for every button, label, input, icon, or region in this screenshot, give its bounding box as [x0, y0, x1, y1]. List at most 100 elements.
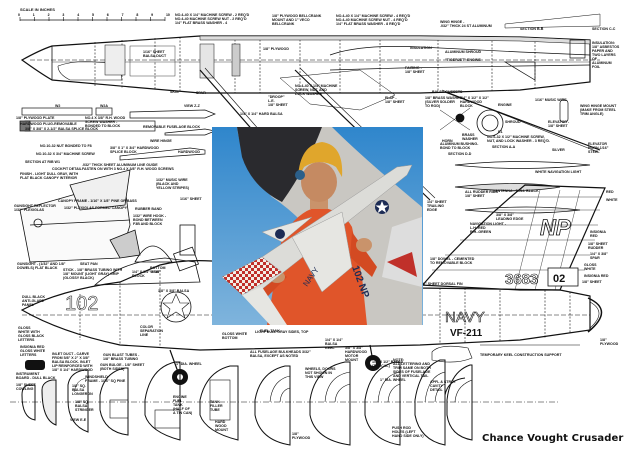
label-machine-screw-aa: NO.6-32 x 1/2" MACHINE SCREW, NUT, AND L… — [487, 135, 551, 143]
label-sheet-1-8: 1/8" SHEET — [582, 280, 602, 284]
label-brass-washer: 1/8" BRASS WASHER (SILVER SOLDER TO ROD) — [425, 96, 463, 108]
label-stick: STICK - 1/8" BRASS TUBING WITH 1/8" MOUN… — [63, 268, 123, 280]
label-inlet-duct: INLET DUCT - CARVE FROM 5/8" x 2" x 3/8"… — [52, 352, 93, 372]
label-fuel-tank: FUEL TANK — [260, 329, 281, 333]
label-insignia-red-letters: INSIGNIA RED GLOSS WHITE LETTERS — [20, 345, 46, 357]
label-hardwood-2: HARDWOOD — [178, 150, 200, 154]
scale-label: SCALE IN INCHES — [20, 7, 55, 12]
label-leading-edge: 3/8" x 3/8" LEADING EDGE — [496, 213, 524, 221]
drawing-lettering: 3683 02 NP NAVY VF-211 102 — [65, 215, 572, 339]
label-instrument-board: INSTRUMENT BOARD - DULL BLACK — [16, 372, 56, 380]
label-bulkheads: ALL FUSELAGE BULKHEADS 3/32" BALSA, EXCE… — [250, 350, 311, 358]
label-wing-hinge: WING HINGE - .032" THICK 24 ST ALUMINUM — [440, 20, 492, 28]
label-section-cc: SECTION C-C — [592, 27, 616, 31]
label-shroud: SHROUD — [505, 120, 521, 124]
label-balsa-3-8: 3/8" x 3/8" BALSA — [158, 289, 190, 293]
nose-modex-marking: 102 — [65, 293, 98, 315]
label-gunsight-reflector: GUNSIGHT REFLECTOR 1/32" PLEXIGLAS — [14, 204, 56, 212]
label-wire-hook: 1/32" WIRE HOOK - BOND BETWEEN F3B AND B… — [133, 214, 167, 226]
label-silver: SILVER — [552, 148, 565, 152]
label-rubber-band: RUBBER BAND — [135, 207, 162, 211]
label-bottom-view: BOTTOM VIEW — [150, 266, 166, 274]
label-trailing-edge: 1/4" SHEET TRAILING EDGE — [427, 200, 447, 212]
label-fairing: FAIRING - 1/8" SHEET — [405, 66, 425, 74]
label-w2a: W2A — [100, 104, 108, 108]
label-red: RED — [606, 190, 614, 194]
label-light-gray: LIGHT DULL GRAY SIDES, TOP — [255, 330, 309, 334]
label-nut-bonded: NO.10-32 NUT BONDED TO F8 — [40, 144, 92, 148]
label-hardwood-plug: HARDWOOD PLUG-REMOVABLE — [20, 122, 77, 126]
label-view-zz: VIEW Z-Z — [184, 104, 200, 108]
label-elevator-horn: ELEVATOR HORN-1/16" STEEL — [588, 142, 609, 154]
label-flap: FLAP - 1/8" SHEET — [385, 96, 405, 104]
label-wheel-left: 1" DIA. WHEEL — [176, 362, 202, 366]
label-hard-balsa: 1/4" x 1/4" HARD BALSA — [240, 112, 283, 116]
navy-marking: NAVY — [445, 309, 485, 326]
scale-tick: 3 — [62, 13, 65, 17]
label-w2: W2 — [55, 104, 61, 108]
label-machine-screws-left: NO.4-40 x 1/4" MACHINE SCREW - 2 REQ'D N… — [175, 13, 250, 25]
label-gunsight-dowel: GUNSIGHT - (1/32" AND 1/8" DOWELS) FLAT … — [17, 262, 66, 270]
label-balsa-keel: 1/4" x 1/4" BALSA KEEL — [325, 338, 343, 350]
label-dorsal-fin: 1/8" SHEET DORSAL FIN — [420, 282, 463, 286]
scale-tick: 8 — [136, 13, 139, 17]
label-gloss-white-bottom: GLOSS WHITE BOTTOM — [222, 332, 248, 340]
label-color-separation: COLOR SEPARATION LINE — [140, 325, 164, 337]
label-cowling: 1/8" SHEET COWLING — [16, 383, 36, 391]
label-section-dd: SECTION D-D — [448, 152, 472, 156]
label-ply-bottom: 1/8" PLYWOOD — [292, 432, 311, 440]
label-balsa-duct: 1/16" SHEET BALSA DUCT — [143, 50, 167, 58]
label-temp-keel: TEMPORARY KEEL CONSTRUCTION SUPPORT — [480, 353, 562, 357]
label-plywood: 1/8" PLYWOOD — [263, 47, 289, 51]
plan-title: Chance Vought Crusader — [482, 433, 624, 444]
top-fuselage-view — [20, 13, 601, 201]
label-gloss-white-letters: GLOSS WHITE WITH GLOSS BLACK LETTERS — [18, 326, 45, 342]
label-machine-screw-10: NO.10-32 x 3/4" MACHINE SCREW — [36, 152, 95, 156]
label-wire-hinge: WIRE HINGE — [150, 139, 172, 143]
label-gun-blast: GUN BLAST TUBES - 1/8" BRASS TUBING — [103, 353, 140, 361]
label-engine: ENGINE — [498, 103, 512, 107]
label-insignia-red-2: INSIGNIA RED — [584, 274, 609, 278]
label-brass-washer-2: BRASS WASHER — [462, 133, 478, 141]
tail-code-marking: NP — [540, 215, 571, 240]
label-section-bb: SECTION B-B — [520, 27, 544, 31]
label-section-rib: SECTION AT RIB W1 — [25, 160, 60, 164]
label-elevator: ELEVATOR - 1/8" SHEET — [548, 120, 570, 128]
label-splice-block: 3/8" x 3/8" x 2-1/2" BALSA SPLICE BLOCK — [25, 127, 99, 131]
label-block: 1/4" x 1/4" x 1/2" BLOCK — [132, 270, 161, 278]
label-engine-fuel-tank: ENGINE FUEL TANK (HALF OF A TIN CAN) — [173, 395, 193, 415]
label-balsa-longeron: 1/8" SQ. BALSA LONGERON — [72, 384, 93, 396]
scale-tick: 1 — [32, 13, 35, 17]
label-nav-light-green: NAVIGATION LIGHT - L.H.-RED R.H.-GREEN — [470, 222, 506, 234]
scale-ticks: 0 1 2 3 4 5 6 7 8 9 10 — [18, 13, 170, 17]
label-insulation-short: INSULATION — [410, 46, 432, 50]
label-gloss-white: GLOSS WHITE — [584, 263, 597, 271]
label-antenna: ANTENNA - DULL BLACK — [495, 189, 539, 193]
scale-tick: 2 — [47, 13, 50, 17]
squadron-marking: VF-211 — [450, 328, 483, 339]
scale-tick: 7 — [121, 13, 124, 17]
label-music-wire-stripes: 1/32" MUSIC WIRE (BLACK AND YELLOW STRIP… — [156, 178, 189, 190]
label-finish: FINISH - LIGHT DULL GRAY, WITH FLAT BLAC… — [20, 172, 79, 180]
label-insulation: INSULATION: 1/8" ASBESTOS PAPER AND TWO … — [592, 41, 620, 69]
label-balsa-gussets: BALSA GUSSETS — [432, 90, 463, 94]
instrument-board — [25, 360, 45, 370]
label-removable-block: REMOVABLE FUSELAGE BLOCK — [143, 125, 201, 129]
label-hardwood-splice: 3/8" x 1" x 3/4" HARDWOOD SPLICE BLOCK — [110, 146, 159, 154]
serial-number-marking: 3683 — [505, 271, 538, 288]
label-skin: SKIN — [170, 90, 179, 94]
label-balsa-typical: 1/4" x 1/2" BALSA (TYPICAL) — [372, 360, 404, 368]
label-white-nav-light: WHITE NAVIGATION LIGHT — [535, 170, 582, 174]
label-push-rod: PUSH ROD HOLES (LEFT HAND SIDE ONLY) — [392, 426, 424, 438]
label-machine-screw-mid: NO.4-40 x 1/4" MACHINE SCREW, NUT, AND L… — [295, 84, 338, 96]
label-gun-bulge: GUN BULGE - 1/8" SHEET (BOTH SIDES) — [100, 363, 145, 371]
landing-wheels — [169, 344, 381, 385]
label-white: WHITE — [606, 198, 618, 202]
label-seat-pan: SEAT PAN — [80, 262, 98, 266]
label-rudder-ribs: ALL RUDDER RIBS 1/8" SHEET — [465, 190, 498, 198]
label-plywood-tail: 1/8" PLYWOOD — [600, 338, 619, 346]
label-rh-wood-screw: NO.4 x 3/8" R.H. WOOD SCREW WASHER - BON… — [85, 116, 126, 128]
label-apfl-strut: APFL & STRUT CAVITY DETAIL — [430, 380, 456, 392]
label-spar: 1/4" x 3/8" SPAR — [590, 252, 608, 260]
